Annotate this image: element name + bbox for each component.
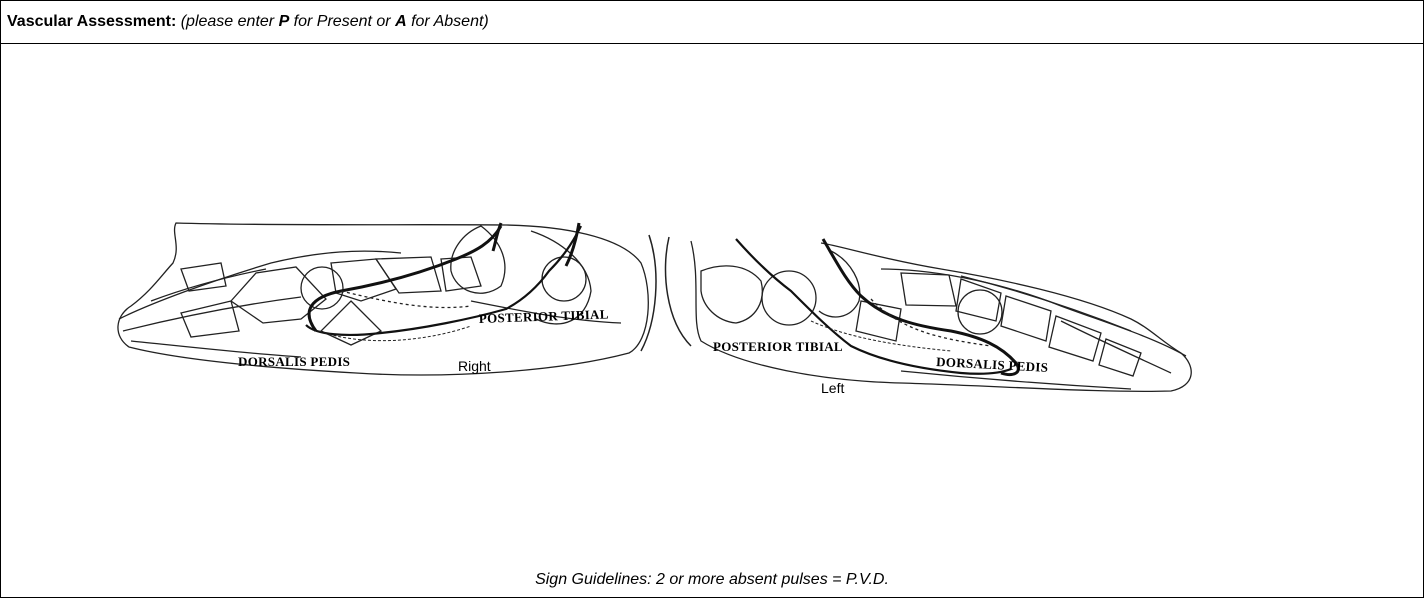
left-posterior-tibial-label: POSTERIOR TIBIAL (713, 339, 843, 354)
absent-text: for Absent) (407, 13, 489, 30)
header-line: Vascular Assessment: (please enter P for… (7, 13, 489, 31)
form-header: Vascular Assessment: (please enter P for… (1, 1, 1423, 44)
present-text: for Present or (289, 13, 395, 30)
left-foot-drawing (665, 237, 1191, 391)
sign-guidelines: Sign Guidelines: 2 or more absent pulses… (1, 571, 1423, 589)
right-dorsalis-pedis-label: DORSALIS PEDIS (238, 354, 350, 369)
right-foot-label: Right (458, 358, 491, 374)
absent-key: A (395, 13, 407, 30)
right-posterior-tibial-label: POSTERIOR TIBIAL (479, 306, 609, 326)
present-key: P (279, 13, 290, 30)
instruction-prefix: (please enter (176, 13, 278, 30)
section-title: Vascular Assessment: (7, 13, 176, 30)
foot-pulse-diagram: POSTERIOR TIBIAL DORSALIS PEDIS Right PO… (1, 44, 1423, 597)
right-foot-drawing (118, 223, 656, 375)
left-foot-label: Left (821, 380, 844, 396)
